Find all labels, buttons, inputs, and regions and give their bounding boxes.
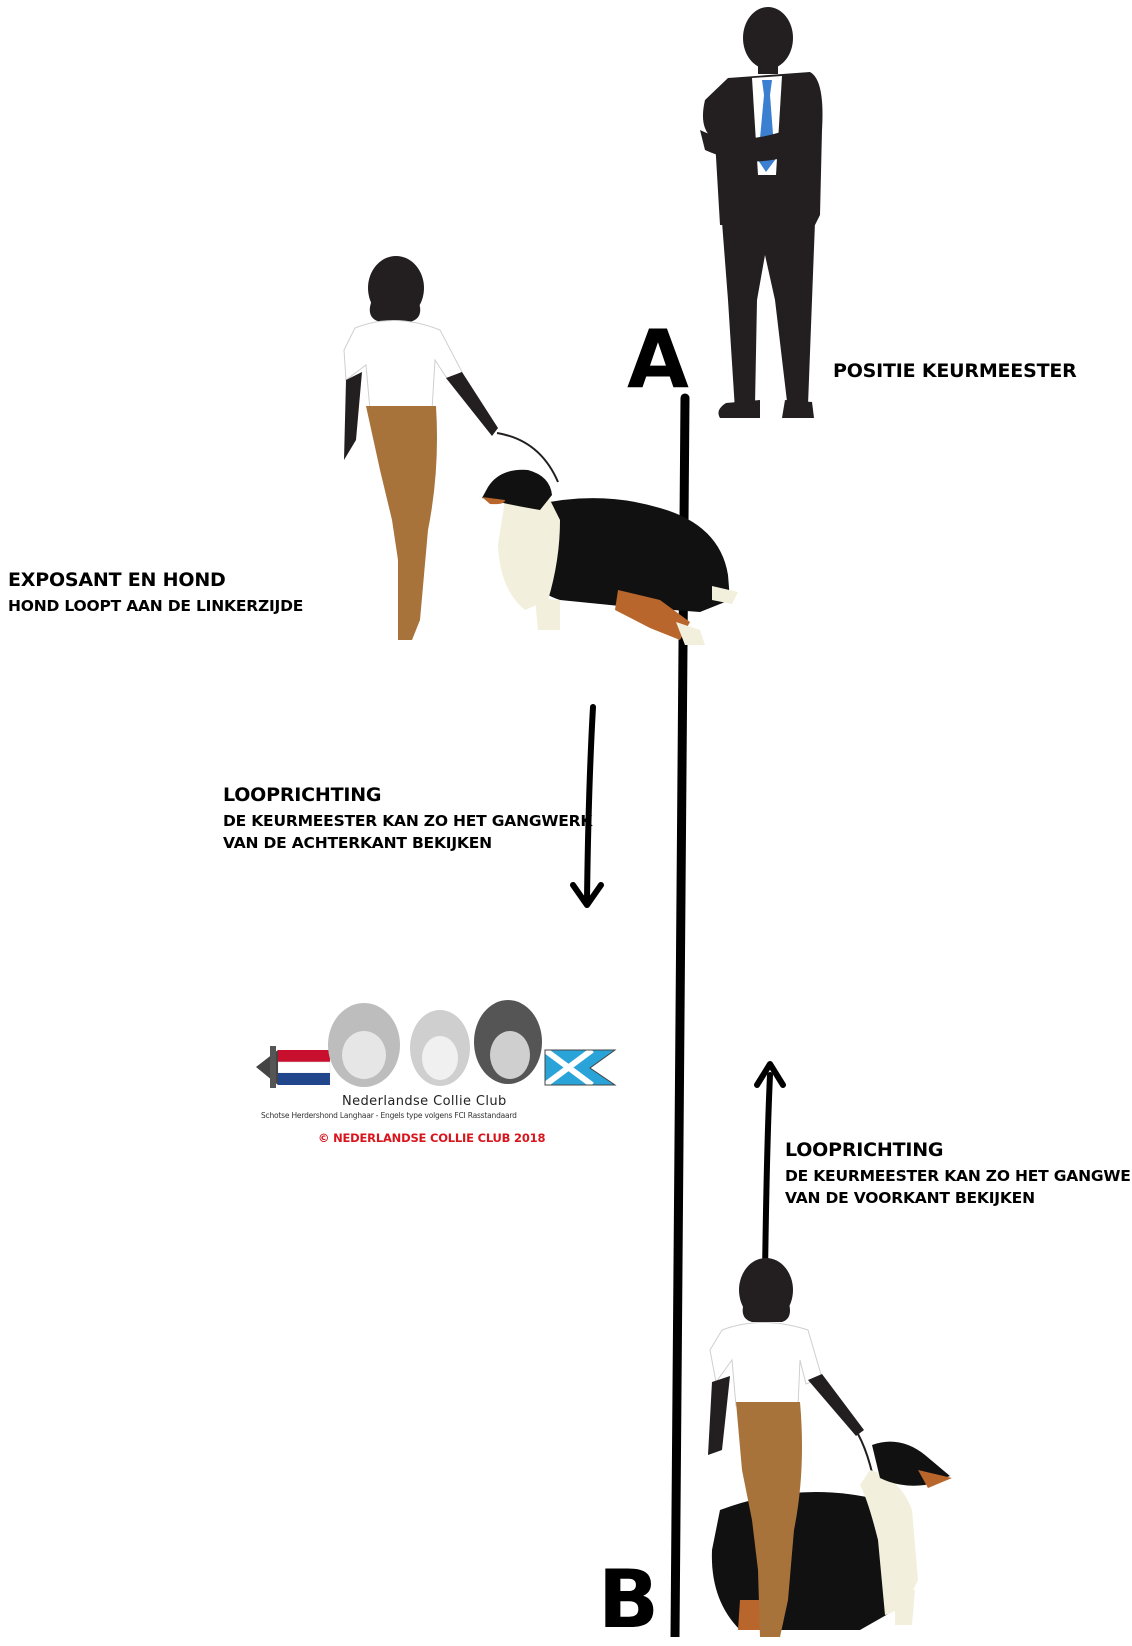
exhibitor-figure-bottom [708, 1258, 879, 1506]
marker-a: A [627, 313, 689, 406]
judge-position-label: POSITIE KEURMEESTER [833, 360, 1077, 382]
judge-figure [700, 7, 823, 418]
exhibitor-figure-top [343, 256, 559, 640]
logo-tagline: Schotse Herdershond Langhaar - Engels ty… [261, 1111, 517, 1120]
club-logo [256, 1000, 617, 1088]
scottish-flag-icon [543, 1047, 617, 1088]
direction-up-line1: DE KEURMEESTER KAN ZO HET GANGWERK [785, 1167, 1132, 1185]
direction-down-line1: DE KEURMEESTER KAN ZO HET GANGWERK [223, 812, 593, 830]
marker-b: B [598, 1553, 659, 1646]
collie-heads-icon [328, 1000, 542, 1087]
dutch-flag-icon [256, 1046, 331, 1088]
logo-club-name: Nederlandse Collie Club [342, 1094, 507, 1109]
collie-dog-side [482, 469, 738, 645]
exhibitor-subtitle: HOND LOOPT AAN DE LINKERZIJDE [8, 597, 304, 615]
exhibitor-bottom-trousers [736, 1402, 802, 1637]
arrow-down-icon [570, 704, 604, 908]
exhibitor-title: EXPOSANT EN HOND [8, 569, 226, 591]
direction-up-title: LOOPRICHTING [785, 1139, 944, 1161]
direction-up-line2: VAN DE VOORKANT BEKIJKEN [785, 1189, 1035, 1207]
direction-down-line2: VAN DE ACHTERKANT BEKIJKEN [223, 834, 492, 852]
arrow-up-icon [754, 1061, 786, 1278]
logo-copyright: © NEDERLANDSE COLLIE CLUB 2018 [318, 1131, 546, 1145]
direction-down-title: LOOPRICHTING [223, 784, 382, 806]
